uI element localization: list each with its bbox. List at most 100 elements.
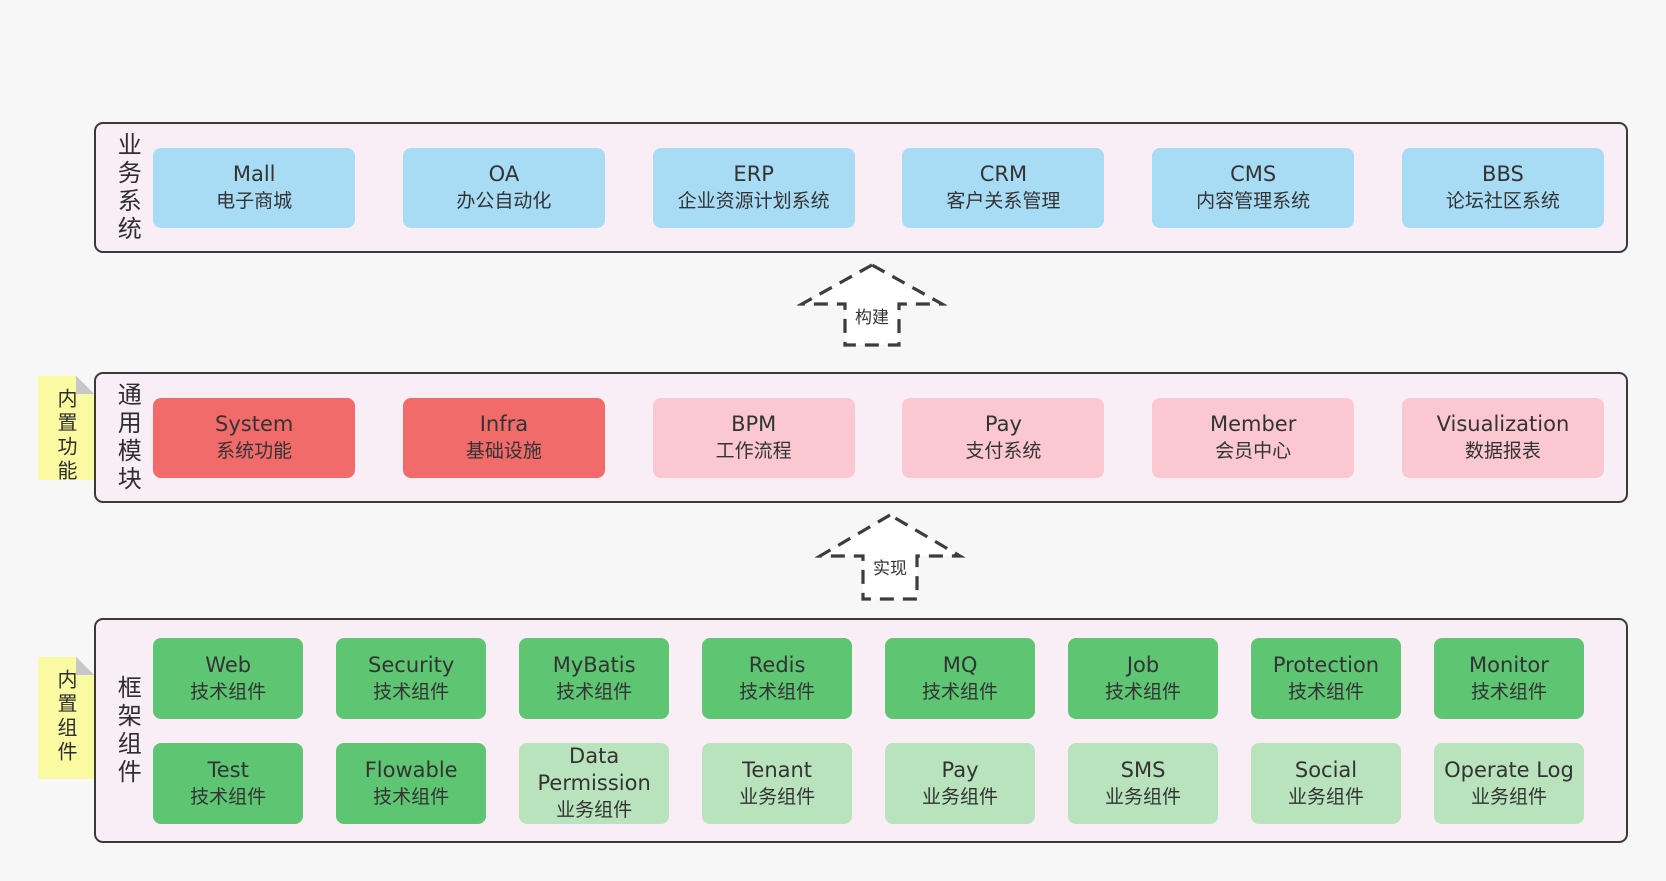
arrow-build-label: 构建 <box>853 301 891 329</box>
box-title: Monitor <box>1469 652 1549 677</box>
box-crm: CRM 客户关系管理 <box>902 147 1105 228</box>
box-title: CMS <box>1230 162 1277 186</box>
panel-label-business: 业务系统 <box>113 131 142 244</box>
modules-box-row: System 系统功能 Infra 基础设施 BPM 工作流程 Pay 支付系统… <box>153 397 1604 478</box>
box-title: Security <box>368 652 455 677</box>
box-web: Web 技术组件 <box>153 637 304 719</box>
box-subtitle: 业务组件 <box>739 785 816 808</box>
arrow-implement-label: 实现 <box>871 553 909 581</box>
components-rows: Web 技术组件 Security 技术组件 MyBatis 技术组件 Redi… <box>153 637 1590 824</box>
business-box-row: Mall 电子商城 OA 办公自动化 ERP 企业资源计划系统 CRM 客户关系… <box>153 147 1604 228</box>
components-box-row-2: Test 技术组件 Flowable 技术组件 Data Permission … <box>153 742 1584 824</box>
box-flowable: Flowable 技术组件 <box>336 742 487 824</box>
box-social: Social 业务组件 <box>1251 742 1401 824</box>
box-member: Member 会员中心 <box>1152 397 1355 478</box>
box-subtitle: 技术组件 <box>556 680 633 703</box>
panel-business-systems: 业务系统 Mall 电子商城 OA 办公自动化 ERP 企业资源计划系统 CRM… <box>94 122 1628 253</box>
note-label: 内置组件 <box>54 669 78 765</box>
box-title: OA <box>488 162 520 186</box>
box-erp: ERP 企业资源计划系统 <box>652 147 855 228</box>
sticky-note-builtin-features: 内置功能 <box>38 376 94 484</box>
panel-common-modules: 通用模块 System 系统功能 Infra 基础设施 BPM 工作流程 Pay… <box>94 372 1628 503</box>
box-subtitle: 技术组件 <box>373 680 450 703</box>
components-box-row-1: Web 技术组件 Security 技术组件 MyBatis 技术组件 Redi… <box>153 637 1584 719</box>
panel-framework-components: 框架组件 Web 技术组件 Security 技术组件 MyBatis 技术组件… <box>94 618 1628 843</box>
box-data-permission: Data Permission 业务组件 <box>519 742 670 824</box>
box-title: Visualization <box>1436 412 1570 436</box>
box-subtitle: 企业资源计划系统 <box>677 190 830 212</box>
box-subtitle: 客户关系管理 <box>946 190 1061 212</box>
box-title: MyBatis <box>552 652 636 677</box>
box-infra: Infra 基础设施 <box>402 397 605 478</box>
box-mq: MQ 技术组件 <box>885 637 1036 719</box>
box-subtitle: 支付系统 <box>965 440 1042 462</box>
box-subtitle: 技术组件 <box>1105 680 1182 703</box>
box-title: ERP <box>733 162 774 186</box>
box-title: MQ <box>942 652 978 677</box>
box-mall: Mall 电子商城 <box>153 147 356 228</box>
box-title: CRM <box>979 162 1028 186</box>
box-title: Job <box>1126 652 1160 677</box>
box-pay-system: Pay 支付系统 <box>902 397 1105 478</box>
box-subtitle: 论坛社区系统 <box>1445 190 1560 212</box>
box-subtitle: 技术组件 <box>190 680 267 703</box>
box-title: Member <box>1209 412 1297 436</box>
box-title: BBS <box>1482 162 1524 186</box>
box-title: Redis <box>748 652 806 677</box>
box-subtitle: 业务组件 <box>922 785 999 808</box>
box-sms: SMS 业务组件 <box>1068 742 1219 824</box>
box-job: Job 技术组件 <box>1068 637 1219 719</box>
box-operate-log: Operate Log 业务组件 <box>1433 742 1584 824</box>
box-protection: Protection 技术组件 <box>1251 637 1401 719</box>
box-title: Web <box>205 652 252 677</box>
box-subtitle: 系统功能 <box>216 440 293 462</box>
box-title: Test <box>207 757 249 782</box>
sticky-note-builtin-components: 内置组件 <box>38 657 94 779</box>
box-oa: OA 办公自动化 <box>402 147 605 228</box>
box-subtitle: 技术组件 <box>739 680 816 703</box>
box-visualization: Visualization 数据报表 <box>1401 397 1604 478</box>
box-cms: CMS 内容管理系统 <box>1152 147 1355 228</box>
box-subtitle: 业务组件 <box>1105 785 1182 808</box>
box-security: Security 技术组件 <box>336 637 487 719</box>
box-subtitle: 业务组件 <box>1287 785 1364 808</box>
box-monitor: Monitor 技术组件 <box>1433 637 1584 719</box>
box-title: Protection <box>1272 652 1380 677</box>
box-subtitle: 办公自动化 <box>456 190 552 212</box>
box-subtitle: 工作流程 <box>715 440 792 462</box>
box-subtitle: 内容管理系统 <box>1196 190 1311 212</box>
box-subtitle: 技术组件 <box>373 785 450 808</box>
box-subtitle: 电子商城 <box>216 190 293 212</box>
folded-corner-icon <box>76 376 94 394</box>
panel-label-modules: 通用模块 <box>113 381 142 494</box>
box-title: System <box>215 412 294 436</box>
box-subtitle: 基础设施 <box>465 440 542 462</box>
box-title: SMS <box>1120 757 1166 782</box>
box-title: Data Permission <box>537 744 651 795</box>
box-subtitle: 业务组件 <box>1470 785 1547 808</box>
box-title: Infra <box>479 412 529 436</box>
arrow-build: 构建 <box>797 262 947 348</box>
box-test: Test 技术组件 <box>153 742 304 824</box>
panel-label-components: 框架组件 <box>113 674 142 787</box>
box-title: Social <box>1294 757 1358 782</box>
box-mybatis: MyBatis 技术组件 <box>519 637 670 719</box>
arrow-implement: 实现 <box>815 512 965 602</box>
box-subtitle: 技术组件 <box>1470 680 1547 703</box>
box-redis: Redis 技术组件 <box>702 637 853 719</box>
box-system: System 系统功能 <box>153 397 356 478</box>
box-bbs: BBS 论坛社区系统 <box>1401 147 1604 228</box>
box-tenant: Tenant 业务组件 <box>702 742 853 824</box>
box-title: Pay <box>984 412 1022 436</box>
note-label: 内置功能 <box>54 388 78 484</box>
box-subtitle: 技术组件 <box>1287 680 1364 703</box>
folded-corner-icon <box>76 657 94 675</box>
box-title: Pay <box>941 757 979 782</box>
box-subtitle: 业务组件 <box>556 799 633 821</box>
box-title: Mall <box>232 162 276 186</box>
box-subtitle: 会员中心 <box>1215 440 1292 462</box>
box-title: Flowable <box>364 757 458 782</box>
box-pay-component: Pay 业务组件 <box>885 742 1036 824</box>
box-title: Operate Log <box>1444 757 1574 782</box>
